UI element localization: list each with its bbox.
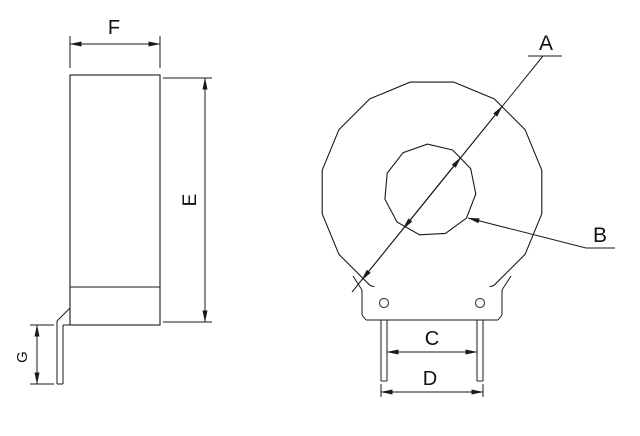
dimension-e: E	[163, 77, 212, 323]
dim-label-d: D	[423, 368, 437, 390]
dim-label-g: G	[14, 351, 31, 363]
dimension-d: D	[380, 368, 484, 397]
base-mask	[346, 287, 518, 320]
body-side-outline	[69, 74, 161, 326]
dim-label-a: A	[539, 32, 553, 55]
base-shoulder	[352, 275, 363, 291]
toroid-inner-hole-outline	[384, 143, 477, 236]
inner-diameter-arrow	[431, 157, 462, 194]
base-hole	[379, 298, 389, 308]
terminal-bend-line	[56, 307, 71, 322]
dimension-g: G	[14, 324, 54, 385]
dimension-a-b-diagonal: A	[351, 32, 562, 293]
base-corner	[497, 314, 503, 321]
inner-diameter-arrow	[402, 192, 433, 230]
dim-label-c: C	[425, 328, 439, 350]
front-right-pin	[476, 320, 484, 382]
base-shoulder	[501, 275, 512, 291]
base-hole	[475, 298, 485, 308]
toroid-outer-outline	[321, 81, 543, 303]
dimension-f: F	[69, 17, 161, 68]
dim-label-b: B	[593, 224, 607, 247]
dimension-c: C	[386, 328, 478, 355]
front-left-pin	[380, 320, 388, 382]
dimension-b-leader: B	[467, 217, 615, 249]
dim-label-e: E	[180, 194, 201, 207]
leader-line	[467, 217, 587, 249]
front-view: A B C D	[321, 32, 615, 397]
side-view: F E G	[14, 17, 212, 385]
mounting-base	[352, 275, 512, 321]
side-pin	[56, 321, 64, 385]
dim-label-f: F	[108, 17, 120, 39]
base-corner	[361, 314, 367, 321]
